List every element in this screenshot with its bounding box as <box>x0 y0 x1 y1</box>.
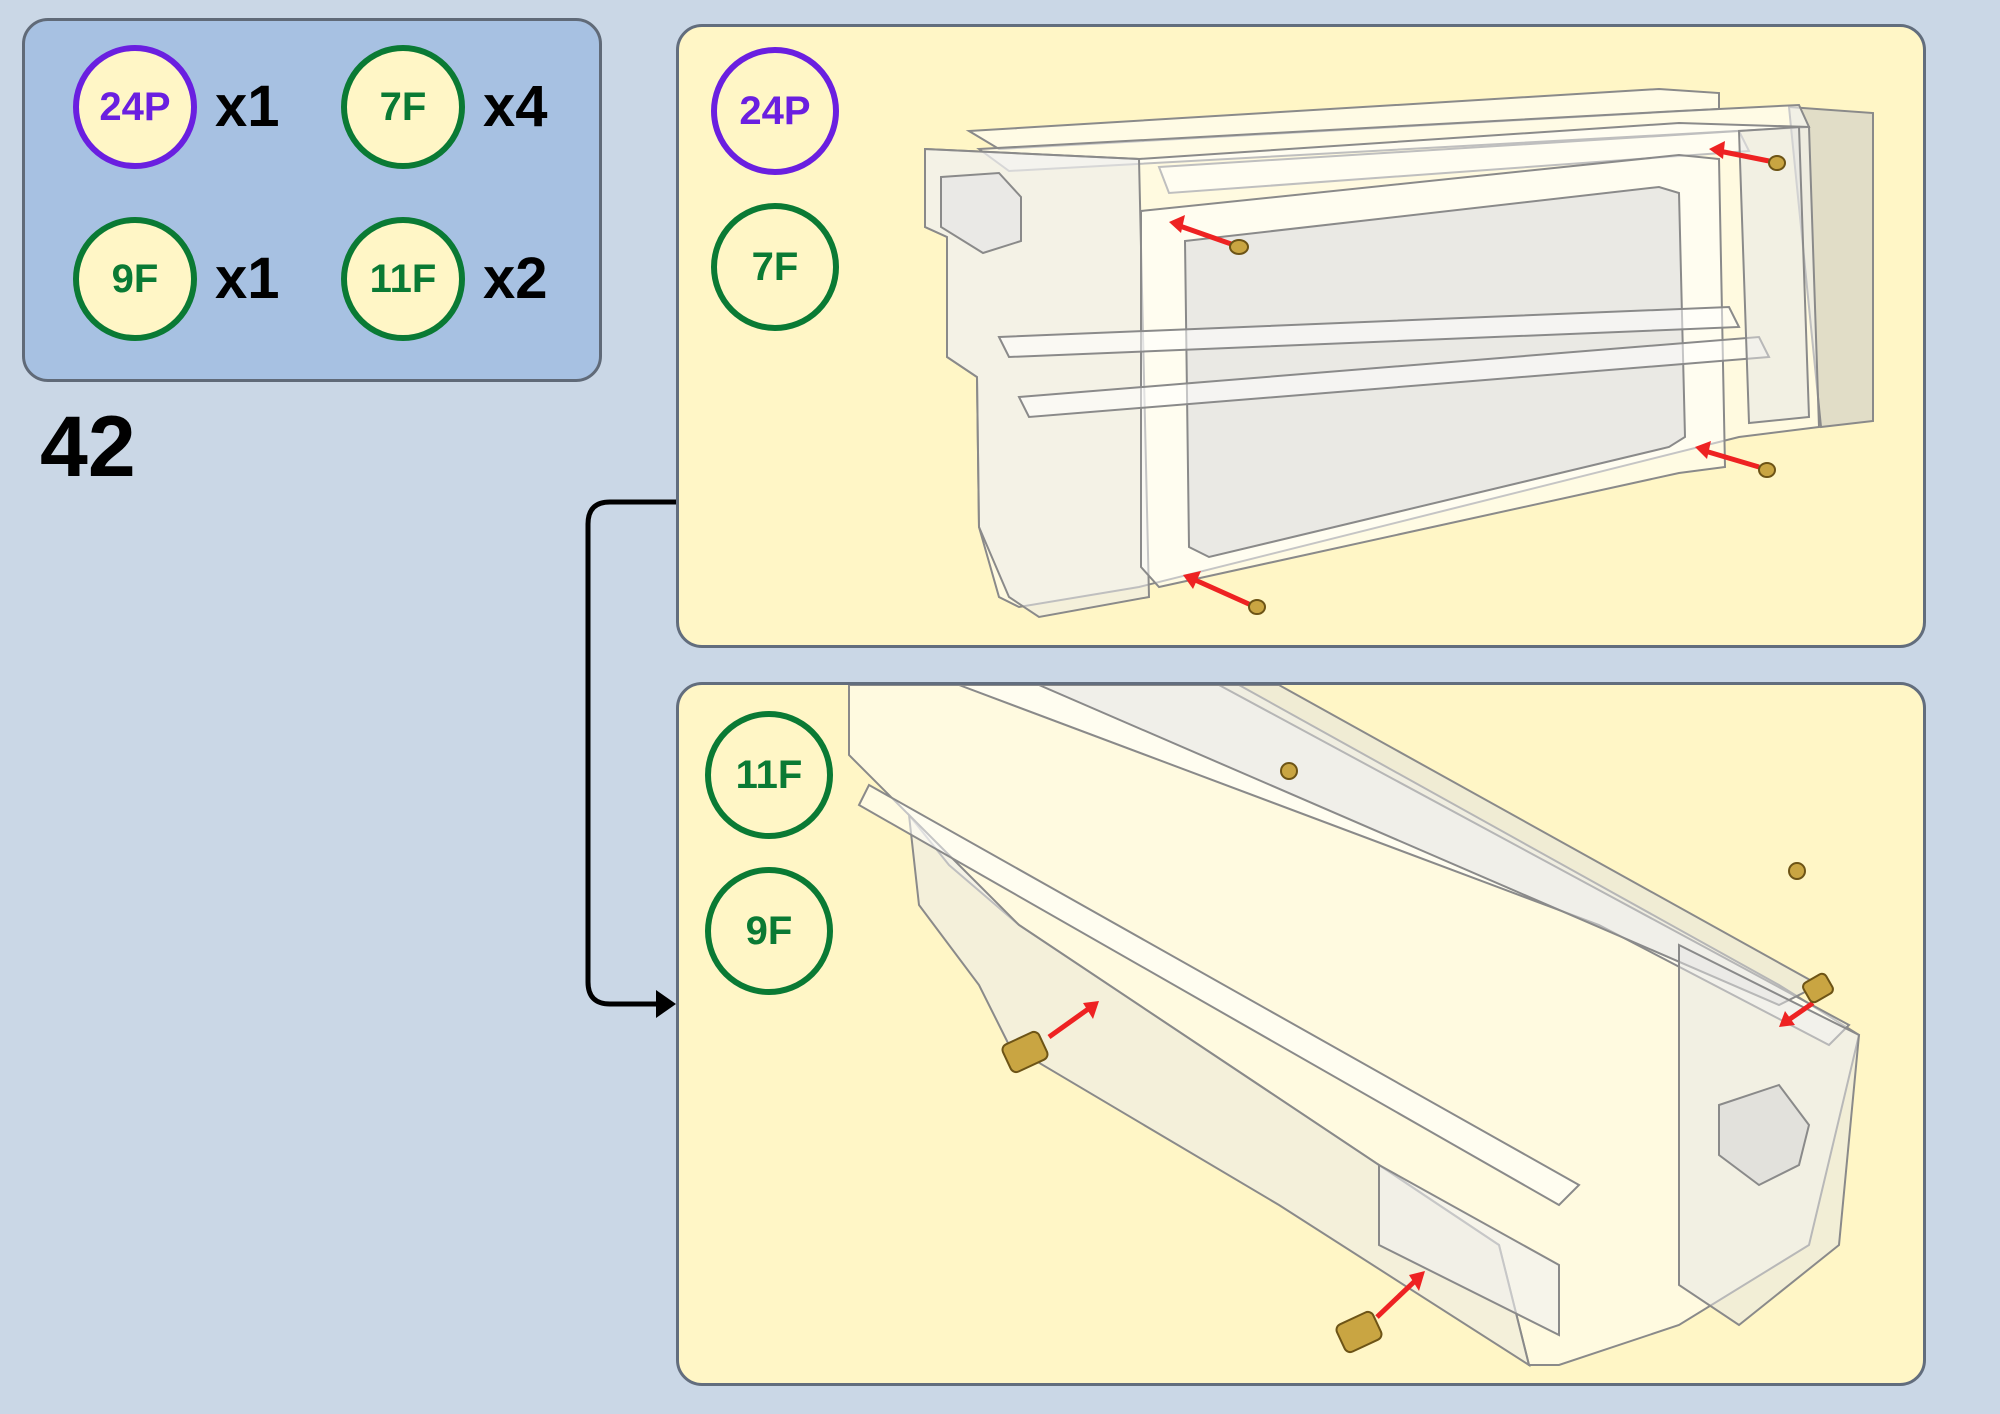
housing-front-drawing <box>924 87 1874 619</box>
parts-list: 24P x1 7F x4 9F x1 11F x2 <box>22 18 602 382</box>
part-qty-11f: x2 <box>483 246 548 311</box>
panel-badge-11f: 11F <box>705 711 833 839</box>
part-qty-24p: x1 <box>215 74 280 139</box>
part-badge-9f: 9F <box>73 217 197 341</box>
panel-badge-9f: 9F <box>705 867 833 995</box>
panel-badge-7f: 7F <box>711 203 839 331</box>
part-qty-9f: x1 <box>215 246 280 311</box>
insert-arrows-top <box>1169 141 1786 615</box>
assembly-view-bottom: 11F 9F <box>676 682 1926 1386</box>
insert-arrows-bottom <box>1001 762 1834 1354</box>
panel-badge-24p: 24P <box>711 47 839 175</box>
part-badge-7f: 7F <box>341 45 465 169</box>
part-badge-24p: 24P <box>73 45 197 169</box>
step-number: 42 <box>40 399 136 495</box>
part-qty-7f: x4 <box>483 74 548 139</box>
housing-underside-drawing <box>848 685 1861 1368</box>
part-badge-11f: 11F <box>341 217 465 341</box>
assembly-view-top: 24P 7F <box>676 24 1926 648</box>
